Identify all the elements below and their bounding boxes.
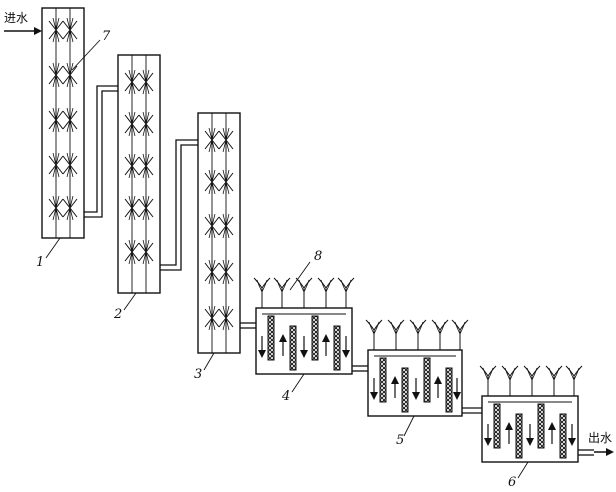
label-8: 8: [314, 249, 322, 264]
label-6: 6: [508, 475, 516, 490]
leader-lines: [45, 39, 529, 479]
wetland-tank-5: [365, 319, 469, 417]
label-1: 1: [36, 255, 44, 270]
wetland-tank-4: [253, 277, 355, 375]
outlet-pipe: [578, 448, 614, 456]
pipe-4-5: [352, 365, 368, 372]
label-2: 2: [113, 307, 122, 322]
pipe-5-6: [462, 407, 482, 414]
pipe-2-3: [160, 139, 198, 271]
pipe-3-4: [240, 322, 256, 329]
outlet-label: 出水: [588, 431, 612, 445]
label-7: 7: [102, 29, 111, 44]
label-5: 5: [396, 433, 404, 448]
column-1: [41, 7, 85, 239]
column-3: [197, 112, 241, 354]
label-4: 4: [281, 389, 290, 404]
column-2: [117, 54, 161, 294]
inlet-label: 进水: [4, 11, 28, 25]
pipe-1-2: [84, 85, 118, 218]
wetland-tank-6: [479, 365, 583, 463]
label-3: 3: [194, 367, 202, 382]
